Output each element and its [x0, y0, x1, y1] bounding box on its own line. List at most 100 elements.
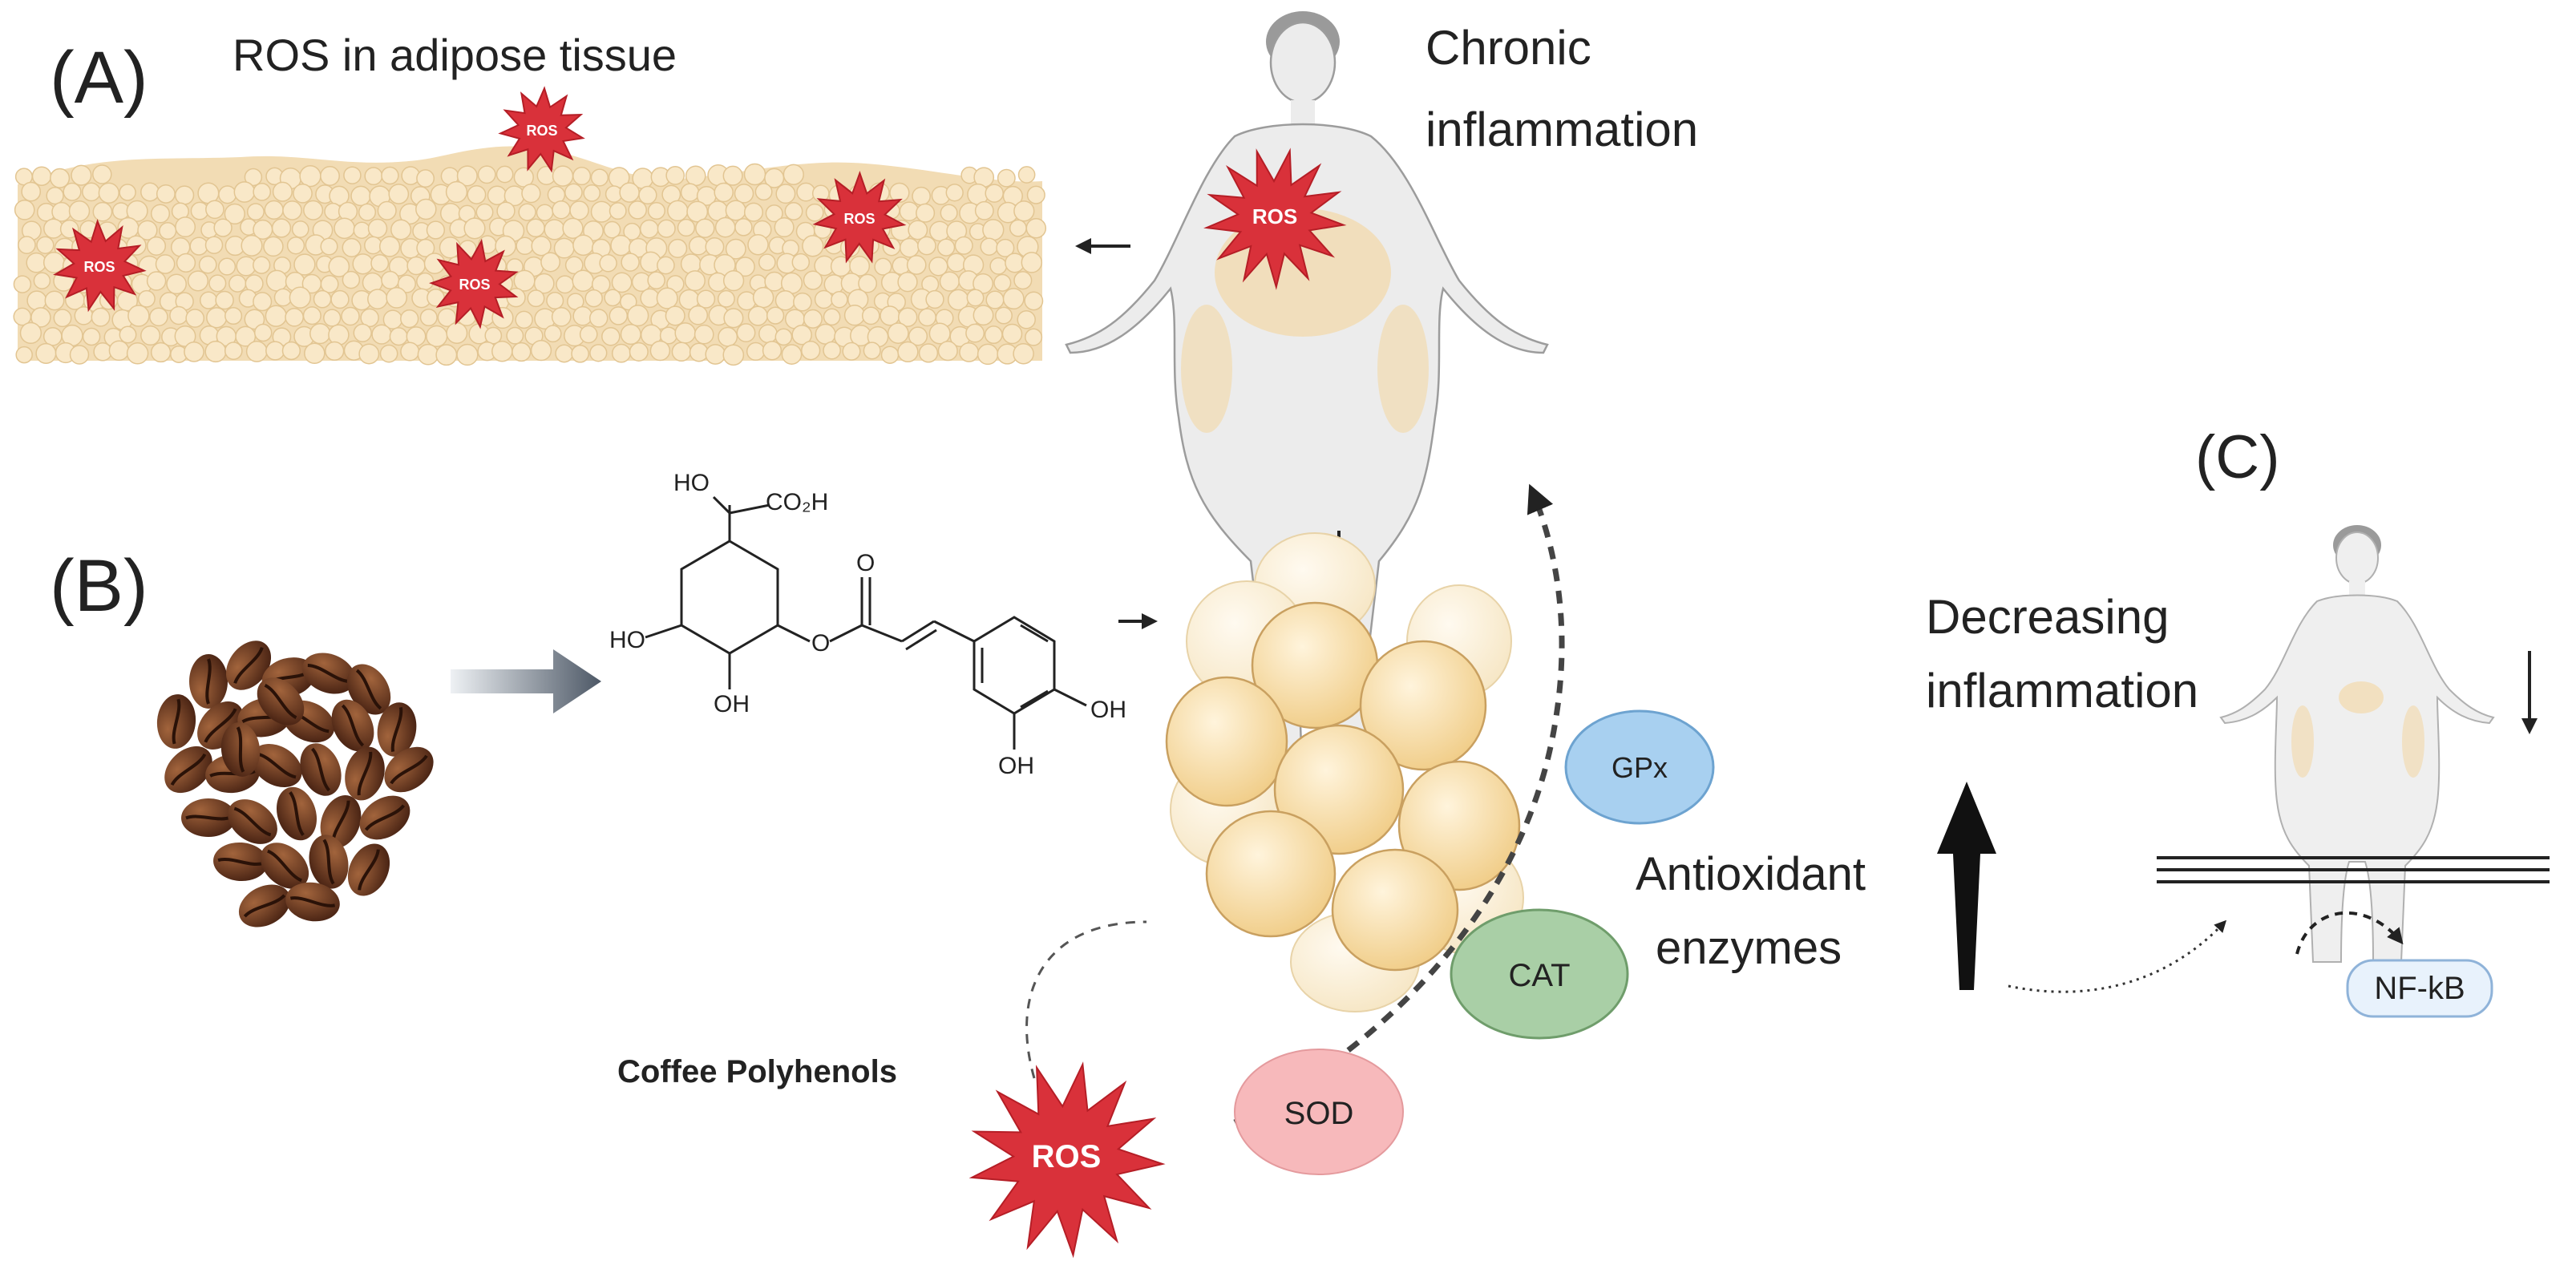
fat-cell — [989, 257, 1008, 275]
fat-cell — [342, 237, 362, 257]
fat-cell — [569, 200, 589, 220]
fat-cell — [775, 184, 796, 204]
fat-cell — [657, 219, 676, 238]
fat-cell — [204, 236, 224, 254]
up-arrow-icon — [1937, 782, 1996, 990]
fat-cell — [13, 275, 32, 293]
fat-cell — [746, 341, 766, 362]
fat-cell — [540, 252, 561, 273]
fat-cell — [353, 221, 371, 239]
fat-cell — [801, 341, 821, 361]
fat-cell — [515, 310, 533, 329]
fat-cell — [426, 325, 448, 348]
fat-cell — [590, 168, 609, 187]
coffee-bean — [359, 795, 410, 840]
fat-cell — [590, 200, 613, 223]
fat-cell — [68, 200, 91, 222]
fat-cell — [328, 256, 350, 277]
coffee-bean — [302, 653, 355, 694]
fat-cell — [74, 305, 94, 325]
fat-cell — [723, 308, 744, 329]
fat-cell — [747, 233, 769, 256]
dashed-arrow-nfkb — [2295, 911, 2404, 955]
ros-label: ROS — [83, 259, 115, 275]
fat-cell — [758, 253, 776, 272]
fat-cell — [965, 323, 985, 343]
fat-cell — [906, 255, 927, 275]
fat-cell — [722, 344, 745, 366]
fat-cell — [973, 273, 994, 294]
fat-cell — [734, 218, 753, 236]
fat-cell — [400, 309, 419, 329]
fat-cell — [997, 168, 1016, 188]
decreasing-label-line2: inflammation — [1926, 664, 2198, 717]
fat-cell — [334, 217, 355, 240]
fat-cell — [127, 305, 150, 327]
fat-cell — [371, 324, 392, 345]
fat-cell — [18, 236, 36, 254]
fat-cell — [725, 200, 746, 221]
fat-cell — [1002, 288, 1025, 310]
fat-cell — [415, 198, 437, 220]
fat-cell — [647, 201, 665, 220]
fat-cell — [233, 181, 256, 203]
fat-cell — [621, 253, 640, 272]
fat-cell — [531, 236, 552, 257]
ros-label: ROS — [1032, 1139, 1102, 1174]
fat-cell — [762, 341, 783, 361]
fat-cell — [599, 254, 617, 273]
fat-cell — [620, 324, 641, 346]
fat-cell — [245, 340, 268, 362]
fat-cell — [734, 257, 755, 277]
fat-cell — [695, 218, 715, 238]
fat-cell — [665, 305, 685, 326]
fat-cell — [456, 343, 479, 366]
fat-cell — [918, 343, 939, 363]
fat-cell — [293, 253, 316, 276]
fat-cell — [71, 164, 92, 186]
fat-cell — [579, 325, 598, 344]
fat-cell — [187, 270, 209, 292]
fat-cell — [571, 344, 589, 363]
fat-cell — [352, 253, 374, 275]
fat-cell — [42, 326, 63, 346]
fat-cell — [1009, 219, 1027, 237]
chronic-label-line2: inflammation — [1425, 103, 1698, 156]
slim-figure-icon — [2219, 525, 2495, 963]
coffee-bean — [181, 798, 236, 838]
fat-cell — [752, 286, 774, 309]
fat-cell — [26, 290, 47, 311]
fat-cell — [583, 184, 601, 202]
fat-cell — [705, 344, 726, 365]
fat-cell — [367, 218, 388, 239]
fat-cell — [445, 180, 468, 204]
fat-cell — [491, 340, 513, 362]
fat-cell — [325, 341, 345, 362]
fat-cell — [889, 182, 910, 204]
fat-cell — [536, 204, 554, 221]
fat-cell — [323, 309, 342, 327]
fat-cell — [69, 345, 90, 365]
fat-cell — [272, 181, 293, 202]
fat-cell — [544, 325, 562, 343]
fat-cell — [213, 218, 233, 237]
coffee-bean — [347, 843, 390, 896]
fat-cell — [791, 324, 812, 346]
fat-cell — [849, 255, 871, 277]
fat-cell — [945, 184, 964, 202]
fat-cell — [244, 168, 263, 187]
fat-cell — [791, 253, 811, 272]
fat-cell — [609, 306, 629, 325]
fat-cell — [705, 236, 725, 257]
membrane-lines — [2157, 856, 2550, 883]
fat-cell — [689, 342, 709, 362]
fat-cell — [629, 341, 649, 362]
fat-cell — [527, 289, 545, 308]
fat-cell — [506, 326, 524, 345]
fat-cell — [381, 166, 399, 185]
coffee-bean — [238, 884, 291, 927]
fat-cell — [386, 287, 408, 309]
fat-cell — [842, 341, 861, 361]
fat-cell — [743, 202, 764, 222]
